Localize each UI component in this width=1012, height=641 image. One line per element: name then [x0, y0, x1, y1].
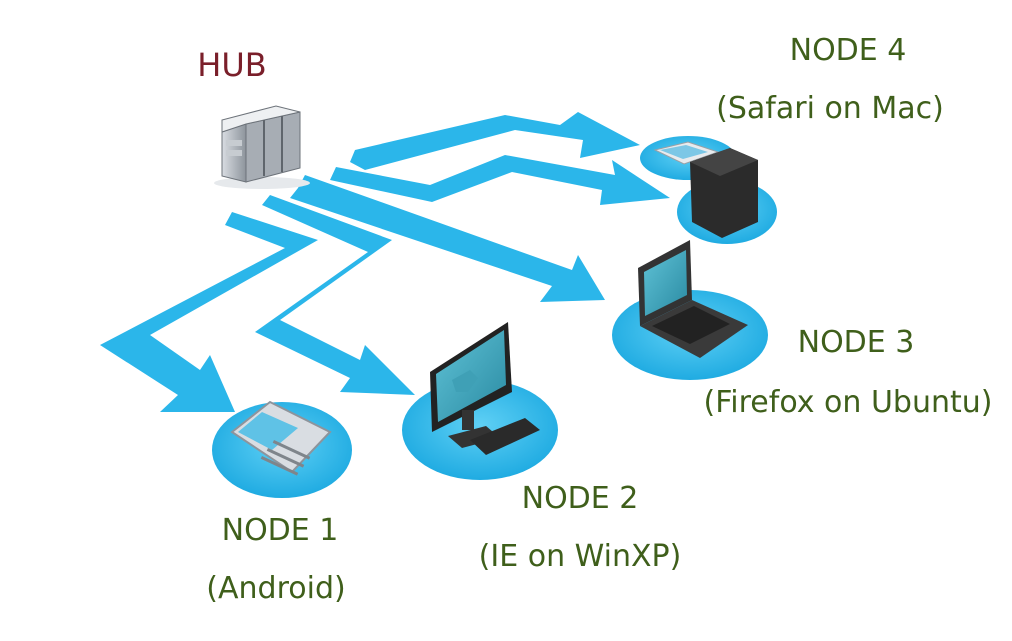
tablet-icon: [230, 400, 332, 476]
arrow-to-node-3: [290, 175, 605, 302]
node-2-subtitle: (IE on WinXP): [479, 539, 682, 574]
hub-label: HUB: [197, 46, 266, 84]
hub-server-icon: [214, 105, 310, 189]
arrow-to-node-4-lower: [330, 155, 670, 205]
node-3-subtitle: (Firefox on Ubuntu): [704, 385, 993, 420]
node-2-title: NODE 2: [522, 481, 639, 516]
node-4-subtitle: (Safari on Mac): [716, 91, 944, 126]
arrow-to-node-2: [255, 195, 415, 395]
connection-arrows: [100, 112, 670, 412]
node-4-title: NODE 4: [790, 33, 907, 68]
node-3-title: NODE 3: [798, 325, 915, 360]
desktop-monitor-icon: [430, 322, 540, 455]
node-1-subtitle: (Android): [206, 571, 345, 606]
laptop-icon: [638, 240, 748, 358]
mac-mini-icon: [653, 141, 758, 238]
arrow-to-node-1: [100, 212, 318, 412]
arrow-to-node-4-upper: [350, 112, 640, 170]
node-1-title: NODE 1: [222, 513, 339, 548]
